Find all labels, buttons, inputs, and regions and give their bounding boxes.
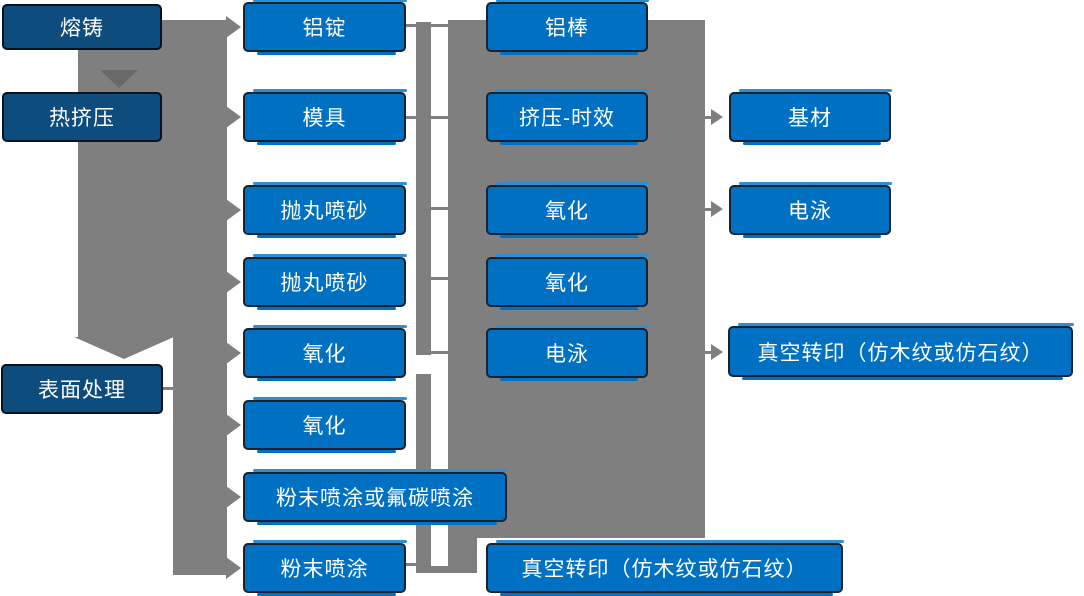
node-powder-coating-label: 粉末喷涂	[280, 558, 369, 581]
node-vacuum-transfer-bottom: 真空转印（仿木纹或仿石纹）	[486, 540, 844, 596]
link-surface-treatment-to-band	[162, 387, 175, 390]
node-electrophoresis-mid: 电泳	[486, 325, 649, 381]
link-mold-to-block	[403, 116, 448, 119]
node-shot-blasting-2: 抛丸喷砂	[243, 254, 407, 310]
node-powder-or-fluorocarbon-coating: 粉末喷涂或氟碳喷涂	[243, 469, 508, 525]
node-aluminum-rod-label: 铝棒	[545, 17, 589, 40]
node-surface-treatment-label: 表面处理	[38, 379, 126, 402]
node-vacuum-transfer-right: 真空转印（仿木纹或仿石纹）	[728, 323, 1074, 380]
arrow-right-mold-icon	[226, 106, 241, 128]
arrow-shaft-electrophoresis	[705, 208, 714, 211]
node-powder-coating: 粉末喷涂	[243, 540, 407, 596]
node-oxidation-2-label: 氧化	[302, 415, 347, 438]
connector-band-left-main	[173, 20, 227, 575]
arrow-right-oxidation1-icon	[226, 342, 241, 364]
arrow-head-vacuum-transfer-icon	[711, 344, 723, 360]
arrow-right-fluorocarbon-icon	[226, 486, 241, 508]
node-mold-label: 模具	[302, 107, 347, 130]
link-bus-block-row4	[431, 277, 448, 280]
node-vacuum-transfer-bottom-label: 真空转印（仿木纹或仿石纹）	[521, 558, 808, 581]
arrow-right-shotblast2-icon	[226, 271, 241, 293]
node-powder-or-fluorocarbon-coating-label: 粉末喷涂或氟碳喷涂	[276, 487, 474, 510]
node-electrophoresis-right-label: 电泳	[788, 200, 832, 223]
node-aluminum-ingot: 铝锭	[243, 0, 407, 55]
node-mold: 模具	[243, 89, 407, 145]
node-electrophoresis-right: 电泳	[729, 182, 892, 238]
node-extrusion-aging-label: 挤压-时效	[519, 107, 615, 130]
arrow-head-electrophoresis-icon	[711, 201, 723, 217]
node-oxidation-3: 氧化	[486, 182, 649, 238]
node-oxidation-3-label: 氧化	[545, 200, 589, 223]
node-oxidation-1-label: 氧化	[302, 343, 347, 366]
node-base-material-label: 基材	[788, 107, 832, 130]
arrow-right-ingot-icon	[226, 16, 241, 38]
node-vacuum-transfer-right-label: 真空转印（仿木纹或仿石纹）	[757, 341, 1044, 365]
link-powder-coating-to-bus	[405, 563, 417, 566]
node-hot-extrusion: 热挤压	[2, 92, 162, 142]
arrow-shaft-vacuum-transfer	[705, 351, 714, 354]
arrow-right-powder-icon	[226, 557, 241, 579]
node-extrusion-aging: 挤压-时效	[486, 89, 649, 145]
node-aluminum-ingot-label: 铝锭	[302, 17, 347, 40]
node-oxidation-4-label: 氧化	[545, 272, 589, 295]
link-bottom-bus-to-descender	[416, 566, 477, 573]
arrow-right-shotblast1-icon	[226, 199, 241, 221]
node-shot-blasting-1-label: 抛丸喷砂	[280, 200, 369, 223]
connector-bus-upper	[416, 22, 431, 355]
node-aluminum-rod: 铝棒	[486, 0, 649, 55]
link-ingot-to-block	[405, 24, 448, 27]
node-electrophoresis-mid-label: 电泳	[545, 343, 589, 366]
node-oxidation-1: 氧化	[243, 325, 407, 381]
arrow-head-base-material-icon	[711, 109, 723, 125]
node-base-material: 基材	[729, 89, 892, 145]
node-oxidation-4: 氧化	[486, 254, 649, 310]
node-shot-blasting-2-label: 抛丸喷砂	[280, 272, 369, 295]
node-oxidation-2: 氧化	[243, 397, 407, 453]
node-shot-blasting-1: 抛丸喷砂	[243, 182, 407, 238]
arrow-down-surface-treatment-icon	[74, 337, 174, 359]
node-hot-extrusion-label: 热挤压	[49, 107, 115, 130]
arrow-shaft-base-material	[705, 116, 714, 119]
connector-band-left-upper	[78, 20, 173, 337]
node-melt-casting-label: 熔铸	[60, 17, 104, 40]
link-bus-block-row5	[431, 351, 448, 354]
node-melt-casting: 熔铸	[2, 4, 162, 50]
arrow-right-oxidation2-icon	[226, 414, 241, 436]
node-surface-treatment: 表面处理	[1, 364, 163, 414]
link-bus-block-row3	[431, 207, 448, 210]
